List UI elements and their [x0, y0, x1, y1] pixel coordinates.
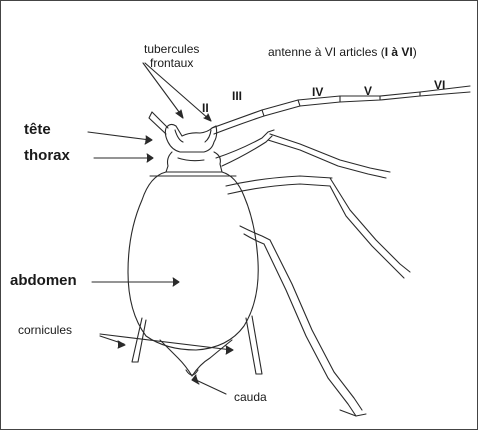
abdomen-outline — [128, 172, 258, 350]
label-antenne-text: antenne à VI articles ( — [268, 45, 385, 59]
label-cornicules: cornicules — [18, 323, 72, 337]
segment-label-III: III — [232, 89, 242, 103]
segment-label-II: II — [202, 101, 209, 115]
right-antenna — [212, 86, 470, 134]
right-cornicule — [246, 316, 262, 374]
label-tubercules-line1: tubercules — [144, 42, 199, 56]
label-abdomen: abdomen — [10, 272, 77, 289]
label-cauda: cauda — [234, 390, 267, 404]
segment-label-VI: VI — [434, 78, 445, 92]
segment-label-V: V — [364, 84, 372, 98]
label-antenne-close: ) — [413, 45, 417, 59]
leg-3 — [240, 226, 362, 416]
label-tubercules-line2: frontaux — [150, 56, 193, 70]
label-antenne: antenne à VI articles (I à VI) — [268, 45, 417, 59]
leg-1 — [216, 130, 390, 178]
label-tete: tête — [24, 121, 51, 138]
label-antenne-range: I à VI — [385, 45, 413, 59]
segment-label-IV: IV — [312, 85, 323, 99]
thorax-outline — [166, 152, 222, 172]
label-thorax: thorax — [24, 147, 70, 164]
